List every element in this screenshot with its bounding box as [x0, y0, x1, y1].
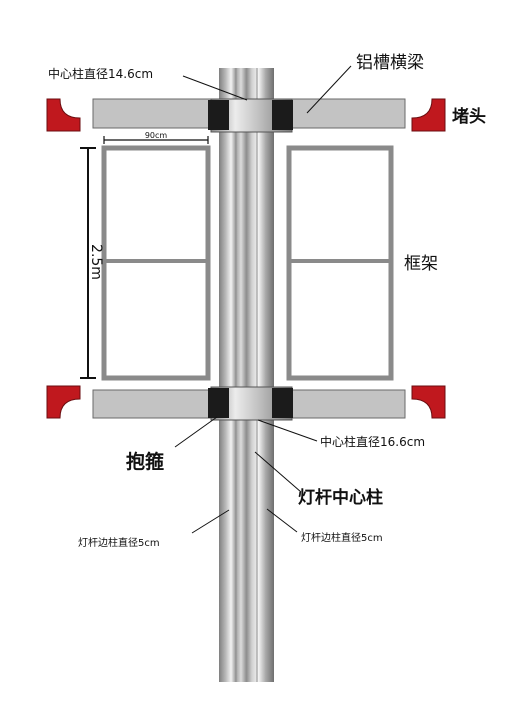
end-cap-bottom-right — [411, 385, 446, 419]
leader-side-column-left — [191, 509, 230, 534]
leader-clamp — [174, 416, 218, 448]
clamp-label: 抱箍 — [126, 450, 164, 473]
aluminum-beam-label: 铝槽横梁 — [356, 53, 424, 73]
width-dimension-label: 90cm — [145, 131, 168, 140]
frame-label: 框架 — [404, 254, 438, 274]
top-clamp-left-block — [208, 100, 229, 130]
top-clamp-right-block — [272, 100, 293, 130]
height-dimension-label: 2.5m — [88, 244, 104, 280]
leader-pole-center-column — [254, 451, 302, 493]
center-pole-diameter-top-label: 中心柱直径14.6cm — [48, 66, 153, 81]
bottom-clamp-right-block — [272, 388, 293, 418]
pole-center-column-label: 灯杆中心柱 — [298, 487, 383, 508]
left-frame — [101, 145, 211, 381]
end-cap-top-right — [411, 98, 446, 132]
leader-side-column-right — [266, 508, 298, 533]
height-dimension — [80, 147, 96, 379]
side-column-left-label: 灯杆边柱直径5cm — [78, 536, 160, 549]
end-cap-top-left — [46, 98, 81, 132]
end-cap-bottom-left — [46, 385, 81, 419]
center-pole — [219, 68, 274, 682]
bottom-clamp-left-block — [208, 388, 229, 418]
center-pole-diameter-bottom-label: 中心柱直径16.6cm — [320, 434, 425, 449]
leader-center-pole-top — [182, 75, 248, 101]
end-cap-label: 堵头 — [452, 107, 486, 127]
width-dimension — [103, 136, 209, 144]
side-column-right-label: 灯杆边柱直径5cm — [301, 531, 383, 544]
right-frame — [286, 145, 394, 381]
leader-center-pole-bottom — [257, 419, 318, 442]
leader-aluminum-beam — [306, 65, 352, 114]
